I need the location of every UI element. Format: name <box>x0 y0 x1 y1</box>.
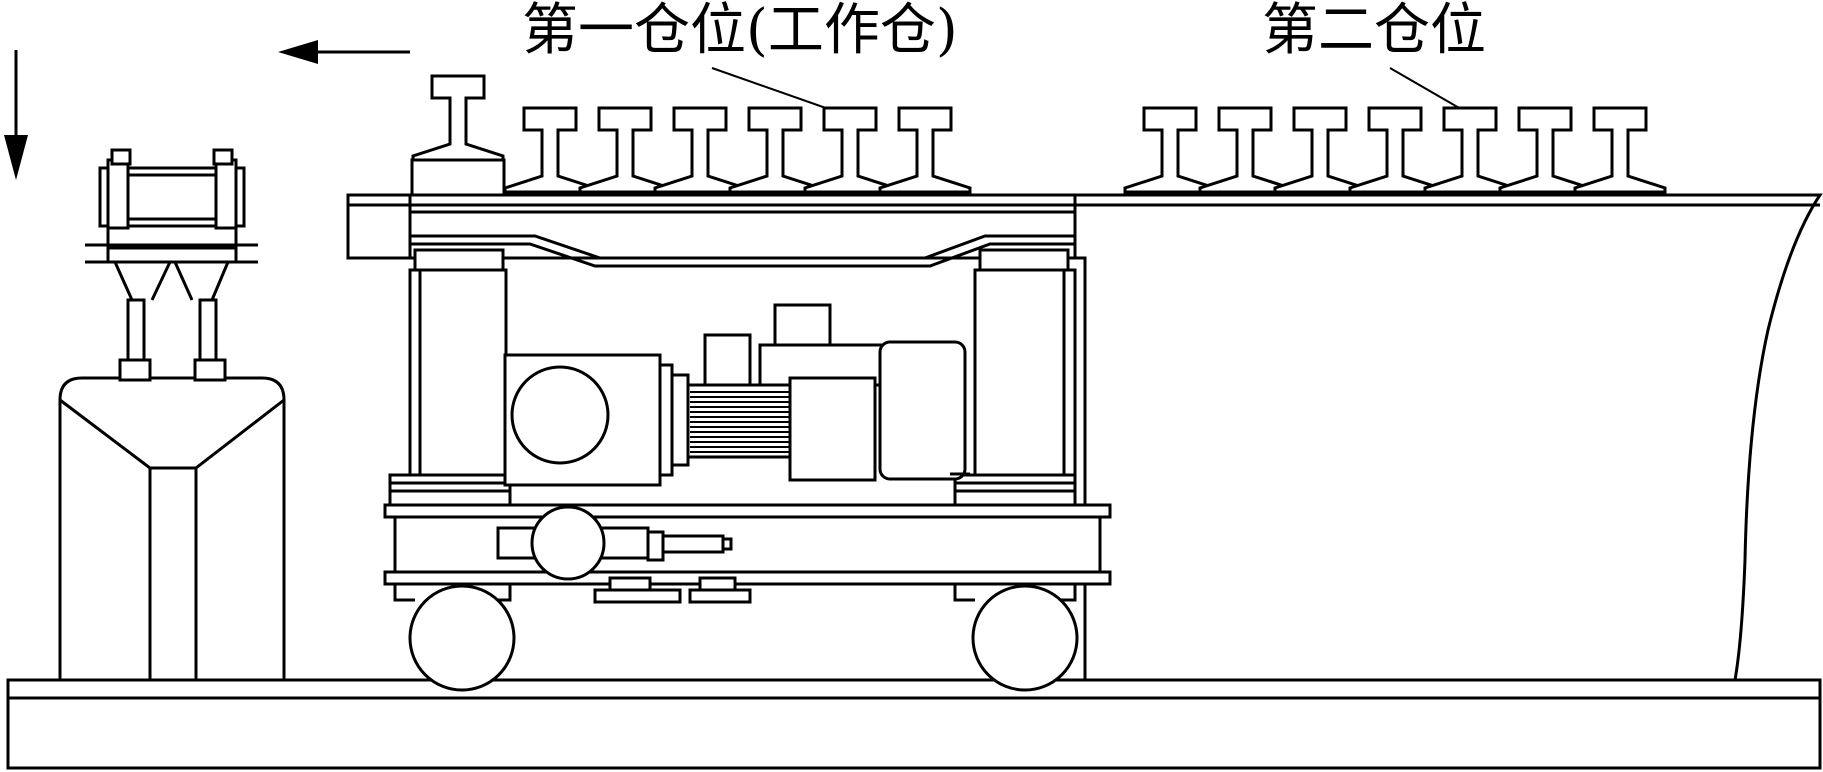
front-wheel <box>408 584 516 692</box>
rear-wheel <box>971 584 1079 692</box>
rail-bin-one <box>578 106 672 194</box>
track-bed <box>6 678 1822 770</box>
rail-upright <box>411 74 505 162</box>
left-arrow-icon <box>278 40 410 64</box>
rail-bin-two <box>1573 106 1667 194</box>
rail-clamp-unit <box>58 148 286 682</box>
rail-bin-one <box>503 106 597 194</box>
rail-bin-one <box>878 106 972 194</box>
rail-bin-two <box>1198 106 1292 194</box>
rail-bin-one <box>803 106 897 194</box>
rail-bin-two <box>1123 106 1217 194</box>
rail-stack <box>411 74 1667 194</box>
bin-two-label: 第二仓位 <box>1262 0 1486 63</box>
hydraulic-coupler <box>496 505 752 604</box>
drive-motor <box>503 303 970 487</box>
bin-one-label: 第一仓位(工作仓) <box>522 0 958 63</box>
rail-bin-one <box>728 106 822 194</box>
motor-fins <box>690 391 796 453</box>
rail-bin-two <box>1423 106 1517 194</box>
rail-bin-two <box>1273 106 1367 194</box>
rail-bin-two <box>1498 106 1592 194</box>
down-arrow-icon <box>4 50 28 180</box>
rail-bin-two <box>1348 106 1442 194</box>
rail-bin-one <box>653 106 747 194</box>
